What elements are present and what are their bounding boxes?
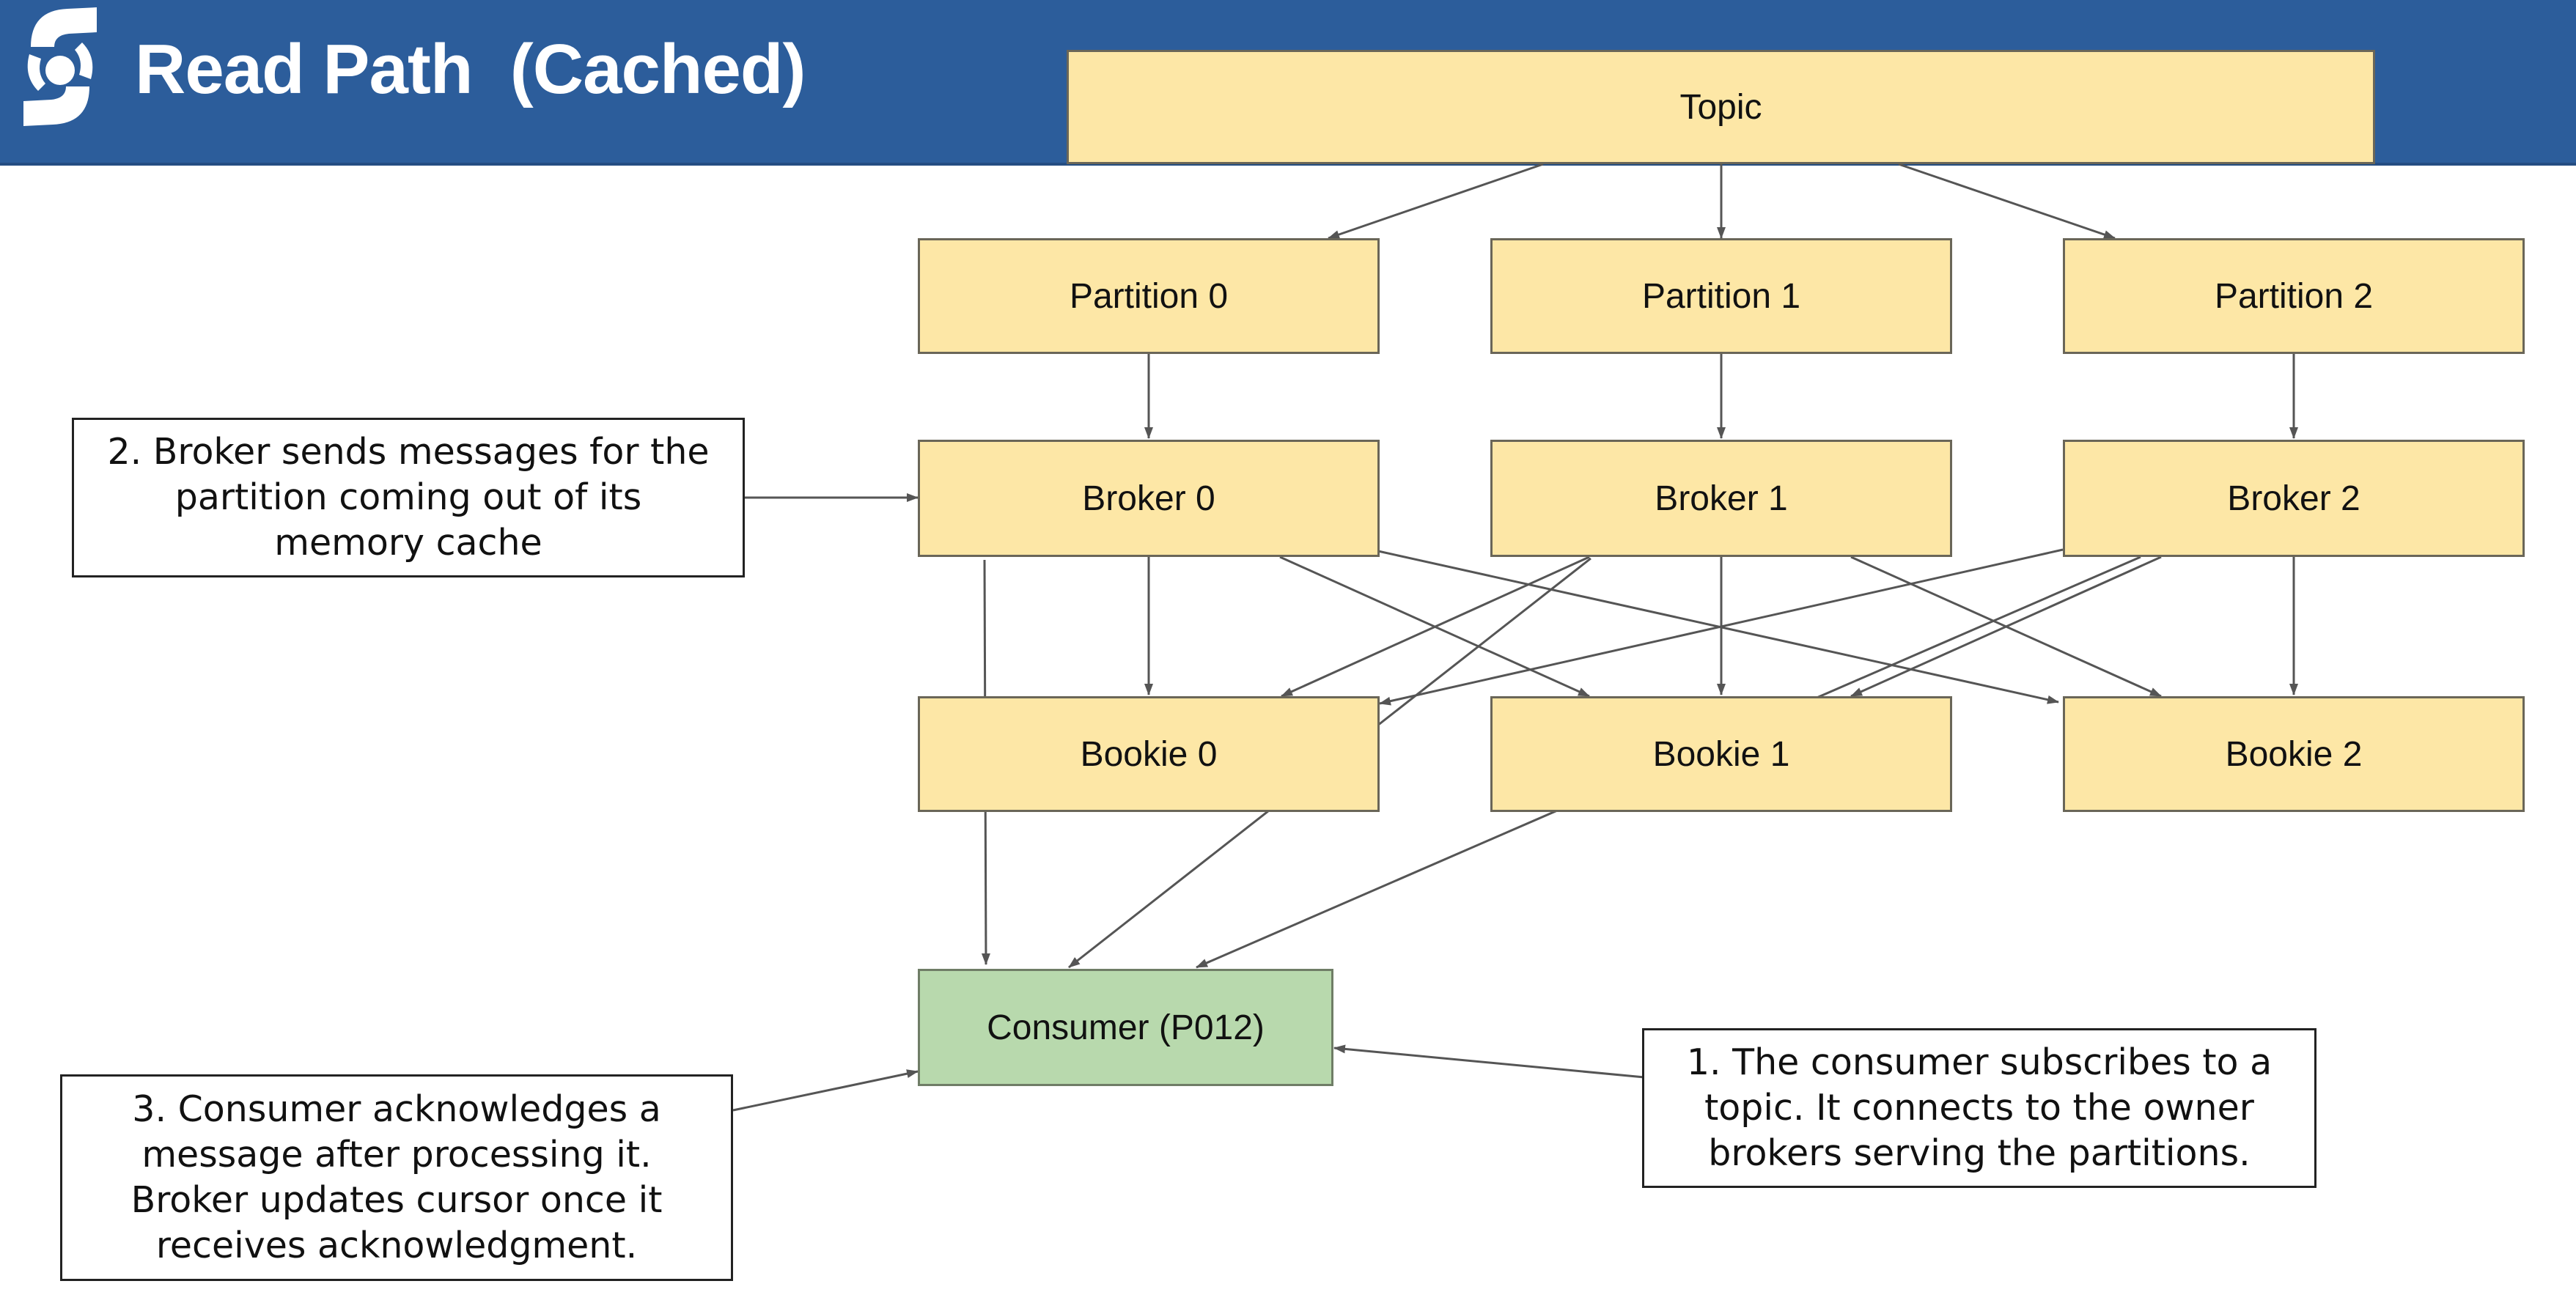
partition-0-box: Partition 0: [918, 238, 1380, 354]
topic-box: Topic: [1067, 50, 2375, 164]
s-logo-icon: [23, 7, 97, 126]
consumer-box: Consumer (P012): [918, 969, 1333, 1086]
note-consumer-subscribes: 1. The consumer subscribes to a topic. I…: [1642, 1028, 2316, 1188]
partition-1-box: Partition 1: [1490, 238, 1952, 354]
note-broker-sends: 2. Broker sends messages for the partiti…: [72, 418, 745, 577]
note-consumer-acknowledges: 3. Consumer acknowledges a message after…: [60, 1074, 733, 1281]
page-title: Read Path (Cached): [135, 30, 806, 108]
bookie-0-box: Bookie 0: [918, 696, 1380, 812]
broker-1-box: Broker 1: [1490, 440, 1952, 557]
bookie-2-box: Bookie 2: [2063, 696, 2525, 812]
broker-0-box: Broker 0: [918, 440, 1380, 557]
bookie-1-box: Bookie 1: [1490, 696, 1952, 812]
partition-2-box: Partition 2: [2063, 238, 2525, 354]
broker-2-box: Broker 2: [2063, 440, 2525, 557]
